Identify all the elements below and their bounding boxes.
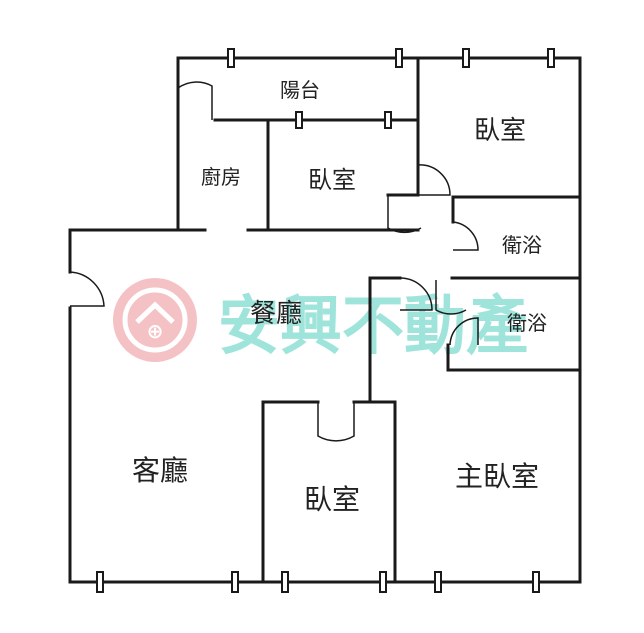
room-label-living: 客廳: [132, 454, 188, 487]
room-label-bedroom-top-right: 臥室: [474, 116, 526, 146]
watermark-logo: ⊕: [113, 278, 197, 362]
windows: [96, 48, 555, 593]
svg-text:⊕: ⊕: [147, 319, 164, 343]
room-label-dining: 餐廳: [250, 299, 302, 329]
watermark-text: 安興不動產: [218, 290, 528, 364]
room-label-bedroom-center: 臥室: [308, 166, 356, 194]
room-label-bath-1: 衛浴: [502, 233, 542, 257]
room-label-master-bedroom: 主臥室: [455, 460, 539, 493]
room-label-bedroom-bottom: 臥室: [304, 483, 360, 516]
walls: [68, 56, 582, 584]
room-label-kitchen: 廚房: [201, 165, 241, 189]
room-label-bath-2: 衛浴: [507, 311, 547, 335]
room-label-balcony: 陽台: [280, 78, 320, 102]
doors: [69, 81, 479, 442]
